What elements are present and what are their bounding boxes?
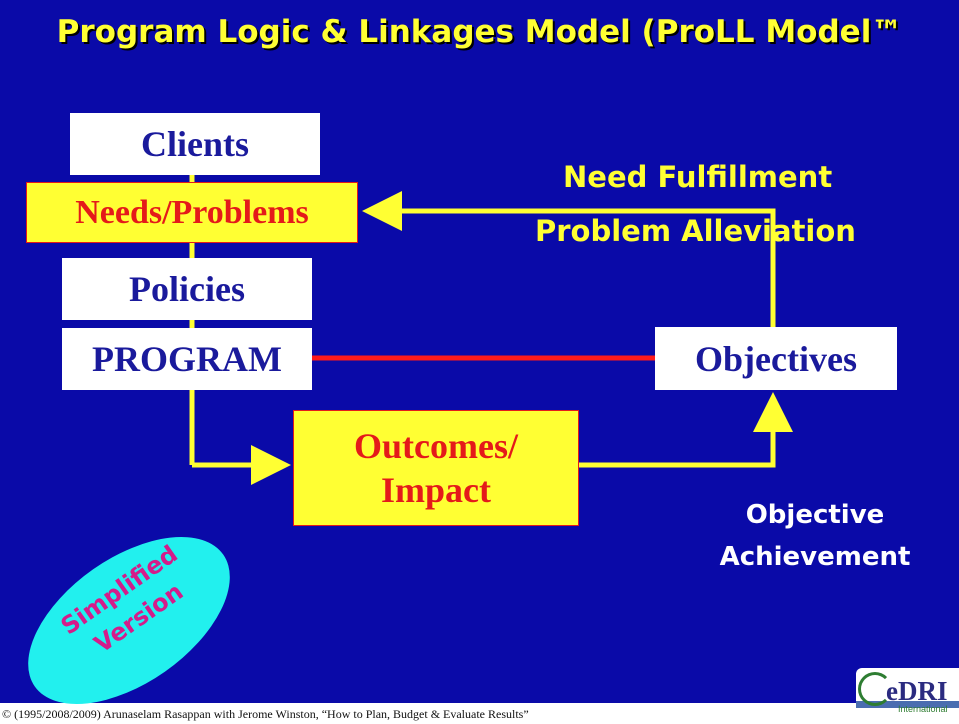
outcomes-impact-box: Outcomes/ Impact [293,410,579,526]
logo-c-mark-icon [858,672,892,706]
slide-title: Program Logic & Linkages Model (ProLL Mo… [56,14,903,50]
objectives-box: Objectives [655,327,897,390]
footer-strip [0,703,959,724]
clients-box: Clients [70,113,320,175]
objective-label-line: Objective [745,500,885,530]
logo-subtext: International [898,704,948,714]
outcomes-line: Outcomes/ [354,426,518,466]
copyright-footer: © (1995/2008/2009) Arunaselam Rasappan w… [2,707,529,721]
policies-box: Policies [62,258,312,320]
problem-alleviation-label: Problem Alleviation [535,214,856,248]
needs-problems-box: Needs/Problems [26,182,358,243]
logo-text: eDRI [886,676,948,706]
program-box: PROGRAM [62,328,312,390]
need-fulfillment-label: Need Fulfillment [563,160,833,194]
impact-line: Impact [381,470,491,510]
logo-bar [856,701,959,708]
objectives-to-needs-arrow [362,191,776,327]
outcomes-to-objectives-arrow [579,392,793,468]
achievement-label-line: Achievement [719,542,911,572]
cedri-logo: eDRI International [856,668,959,722]
objective-achievement-label: Objective Achievement [690,494,940,578]
